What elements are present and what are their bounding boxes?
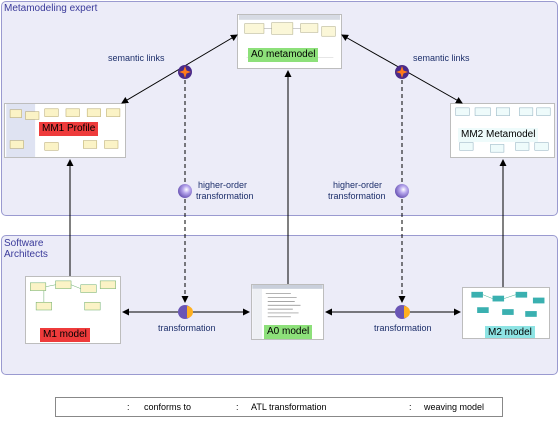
mm2-metamodel-diagram-thumbnail [455,107,551,153]
atl-transformation-icon [395,305,410,319]
mm1-profile-diagram-thumbnail [6,104,121,157]
a0-model-tree-thumbnail [252,285,323,339]
atl-transformation-icon [178,305,193,319]
legend-atl-transformation: ATL transformation [251,402,327,412]
hot-left-label-line2: transformation [196,191,254,201]
legend: : conforms to : ATL transformation : wea… [55,397,503,417]
m2-model-node[interactable]: M2 model [462,287,550,339]
mm2-metamodel-node[interactable]: MM2 Metamodel [450,103,555,158]
m2-model-diagram-thumbnail [471,291,545,317]
software-architects-title-line1: Software [4,238,44,249]
a0-model-label: A0 model [264,325,313,339]
legend-sep-3: : [409,402,412,412]
atl-transformation-icon [395,184,409,198]
m1-model-label: M1 model [40,328,90,342]
semantic-links-left-label: semantic links [108,53,165,63]
weaving-model-icon [395,65,409,79]
m1-model-diagram-thumbnail [30,280,116,311]
atl-transformation-icon [178,184,192,198]
legend-sep-2: : [236,402,239,412]
m1-model-node[interactable]: M1 model [25,276,121,344]
weaving-model-icon [178,65,192,79]
metamodeling-expert-title: Metamodeling expert [4,3,98,14]
transformation-left-label: transformation [158,323,216,333]
semantic-links-right-label: semantic links [413,53,470,63]
mm1-profile-label: MM1 Profile [39,122,99,136]
legend-sep-1: : [127,402,130,412]
hot-right-label-line1: higher-order [333,180,383,190]
legend-weaving-model: weaving model [424,402,485,412]
hot-right-label-line2: transformation [328,191,386,201]
a0-model-node[interactable]: A0 model [251,284,324,340]
legend-conforms-to: conforms to [144,402,192,412]
transformation-right-label: transformation [374,323,432,333]
mm2-metamodel-label: MM2 Metamodel [458,128,539,142]
mm1-profile-node[interactable]: MM1 Profile [4,103,126,158]
software-architects-title-line2: Architects [4,249,48,260]
hot-left-label-line1: higher-order [198,180,248,190]
a0-metamodel-label: A0 metamodel [248,48,319,62]
m2-model-label: M2 model [485,326,535,338]
